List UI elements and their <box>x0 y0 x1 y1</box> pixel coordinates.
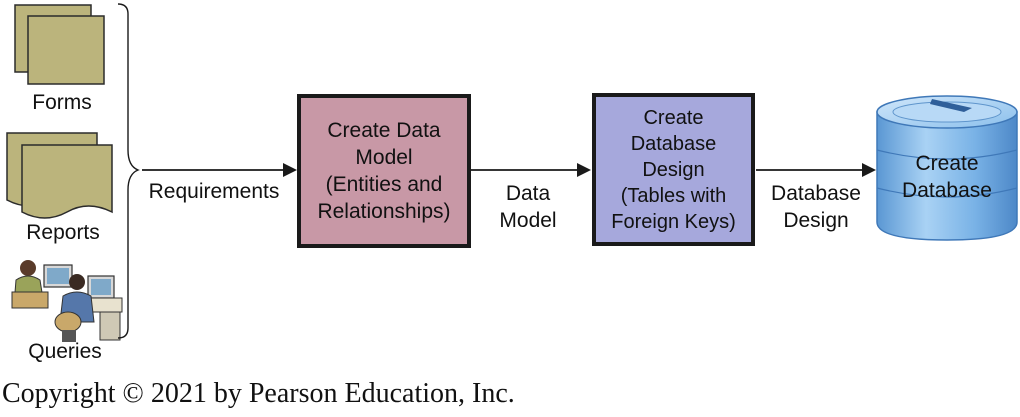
reports-icon <box>6 132 113 219</box>
create-database-design-line4: (Tables with <box>620 184 727 207</box>
create-database-design-line5: Foreign Keys) <box>611 210 736 233</box>
create-data-model-line2: Model <box>355 146 413 169</box>
create-database-line2: Database <box>902 179 992 202</box>
arrows <box>142 163 876 177</box>
create-database-design-line1: Create <box>643 106 704 129</box>
create-database-line1: Create <box>915 152 979 175</box>
create-data-model-box: Create Data Model (Entities and Relation… <box>297 94 471 248</box>
data-model-label-line2: Model <box>499 209 557 232</box>
create-data-model-line3: (Entities and <box>325 173 443 196</box>
database-design-label-line1: Database <box>771 182 861 205</box>
create-database-design-line3: Design <box>642 158 705 181</box>
requirements-label: Requirements <box>148 180 280 203</box>
forms-icon <box>14 4 105 85</box>
create-database-design-line2: Database <box>630 132 717 155</box>
create-database-design-box: Create Database Design (Tables with Fore… <box>592 93 755 246</box>
create-data-model-line4: Relationships) <box>317 200 451 223</box>
database-design-label-line2: Design <box>783 209 849 232</box>
create-data-model-line1: Create Data <box>327 119 441 142</box>
queries-label: Queries <box>28 340 102 363</box>
data-model-label-line1: Data <box>505 182 551 205</box>
copyright-text: Copyright © 2021 by Pearson Education, I… <box>2 378 515 409</box>
sources-brace <box>117 3 140 339</box>
queries-icon <box>11 260 123 342</box>
forms-label: Forms <box>32 91 92 114</box>
reports-label: Reports <box>26 221 100 244</box>
database-cylinder-icon <box>876 95 1018 241</box>
